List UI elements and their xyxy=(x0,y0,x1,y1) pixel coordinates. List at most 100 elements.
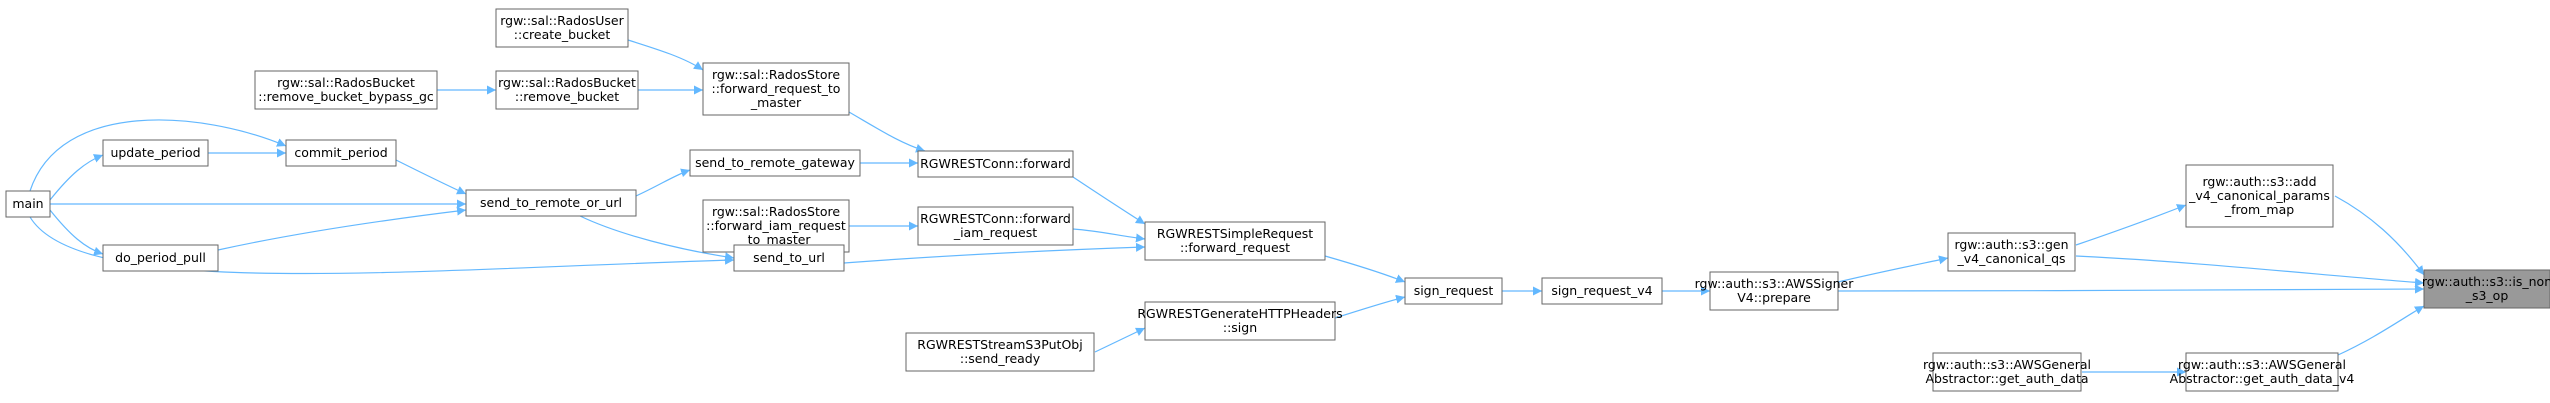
edge-send_to_url-to-simple_forward xyxy=(843,242,1146,264)
node-main[interactable]: main xyxy=(5,190,51,218)
node-label-line: RGWRESTSimpleRequest xyxy=(1157,226,1313,241)
node-send-remote[interactable]: send_to_remote_or_url xyxy=(465,189,637,217)
node-label-line: RGWRESTConn::forward xyxy=(920,156,1071,171)
node-label-line: RGWRESTGenerateHTTPHeaders xyxy=(1137,306,1342,321)
node-label-line: rgw::auth::s3::is_non xyxy=(2422,274,2550,289)
edge-send_remote-to-send_to_url xyxy=(579,215,735,262)
edge-auth_v4-to-is_non_s3_op xyxy=(2337,305,2425,356)
node-label-line: update_period xyxy=(110,145,200,160)
edge-gen_headers-to-sign_request xyxy=(1334,294,1406,319)
node-label-line: rgw::auth::s3::add xyxy=(2202,174,2316,189)
node-box xyxy=(254,70,438,110)
node-label-line: ::send_ready xyxy=(960,351,1041,366)
node-label-line: _v4_canonical_params xyxy=(2188,188,2330,203)
node-box xyxy=(1144,301,1336,341)
node-commit-period[interactable]: commit_period xyxy=(285,139,397,167)
node-conn-forward[interactable]: RGWRESTConn::forward xyxy=(917,150,1074,178)
node-period-pull[interactable]: do_period_pull xyxy=(102,244,219,272)
node-label-line: sign_request_v4 xyxy=(1551,283,1652,298)
node-box xyxy=(102,244,219,272)
node-label-line: send_to_remote_or_url xyxy=(480,195,622,210)
node-label-line: Abstractor::get_auth_data xyxy=(1925,371,2088,386)
node-bucket-remove[interactable]: rgw::sal::RadosBucket::remove_bucket xyxy=(495,70,639,110)
edge-send_remote-to-send_gateway xyxy=(635,168,691,197)
node-add-params[interactable]: rgw::auth::s3::add_v4_canonical_params_f… xyxy=(2185,164,2334,228)
node-label-line: ::forward_request xyxy=(1180,240,1290,255)
node-simple-forward[interactable]: RGWRESTSimpleRequest::forward_request xyxy=(1144,221,1326,261)
node-update-period[interactable]: update_period xyxy=(102,139,209,167)
node-box xyxy=(2185,352,2339,392)
node-box xyxy=(465,189,637,217)
edge-main-to-commit_period xyxy=(29,119,287,192)
node-send-to-url[interactable]: send_to_url xyxy=(733,244,845,272)
edge-gen_qs-to-is_non_s3_op xyxy=(2075,255,2425,287)
node-label-line: _iam_request xyxy=(953,225,1037,240)
edge-store_fwd-to-conn_forward xyxy=(848,111,926,153)
node-box xyxy=(1709,271,1839,311)
node-box xyxy=(495,8,629,48)
edge-conn_iam-to-simple_forward xyxy=(1072,228,1146,243)
node-box xyxy=(1932,352,2082,392)
node-label-line: rgw::auth::s3::gen xyxy=(1954,237,2068,252)
node-label-line: rgw::auth::s3::AWSSigner xyxy=(1695,276,1855,291)
node-store-fwd[interactable]: rgw::sal::RadosStore::forward_request_to… xyxy=(702,62,850,116)
node-box xyxy=(702,199,850,253)
node-label-line: V4::prepare xyxy=(1737,290,1811,305)
node-label-line: rgw::auth::s3::AWSGeneral xyxy=(2178,357,2346,372)
node-label-line: main xyxy=(12,196,43,211)
node-box xyxy=(1947,232,2076,272)
edge-commit_period-to-send_remote xyxy=(395,159,467,195)
node-label-line: rgw::auth::s3::AWSGeneral xyxy=(1923,357,2091,372)
node-box xyxy=(102,139,209,167)
node-box xyxy=(2185,164,2334,228)
edge-user_create-to-store_fwd xyxy=(627,39,704,71)
node-label-line: RGWRESTConn::forward xyxy=(920,211,1071,226)
edge-main-to-period_pull xyxy=(49,209,104,256)
node-store-iam[interactable]: rgw::sal::RadosStore::forward_iam_reques… xyxy=(702,199,850,253)
node-is-non-s3-op[interactable]: rgw::auth::s3::is_non_s3_op xyxy=(2422,269,2550,309)
node-label-line: _v4_canonical_qs xyxy=(1956,251,2065,266)
node-box xyxy=(917,206,1074,246)
edge-signer_prepare-to-gen_qs xyxy=(1837,255,1949,283)
node-user-create[interactable]: rgw::sal::RadosUser::create_bucket xyxy=(495,8,629,48)
node-auth-data[interactable]: rgw::auth::s3::AWSGeneralAbstractor::get… xyxy=(1923,352,2091,392)
node-gen-headers[interactable]: RGWRESTGenerateHTTPHeaders::sign xyxy=(1137,301,1343,341)
node-label-line: rgw::sal::RadosStore xyxy=(712,67,840,82)
node-sign-v4[interactable]: sign_request_v4 xyxy=(1541,277,1663,305)
edge-gen_qs-to-add_params xyxy=(2075,204,2187,246)
node-gen-qs[interactable]: rgw::auth::s3::gen_v4_canonical_qs xyxy=(1947,232,2076,272)
node-label-line: ::forward_iam_request xyxy=(706,218,846,233)
node-auth-v4[interactable]: rgw::auth::s3::AWSGeneralAbstractor::get… xyxy=(2170,352,2355,392)
node-bucket-bypass[interactable]: rgw::sal::RadosBucket::remove_bucket_byp… xyxy=(254,70,438,110)
node-label-line: send_to_url xyxy=(753,250,825,265)
edge-conn_forward-to-simple_forward xyxy=(1072,176,1146,225)
node-label-line: _to_master xyxy=(740,232,811,247)
edge-simple_forward-to-sign_request xyxy=(1324,255,1406,283)
node-send-gateway[interactable]: send_to_remote_gateway xyxy=(689,149,861,177)
node-label-line: rgw::sal::RadosUser xyxy=(500,13,624,28)
node-box xyxy=(1144,221,1326,261)
node-box xyxy=(5,190,51,218)
node-label-line: rgw::sal::RadosStore xyxy=(712,204,840,219)
node-conn-iam[interactable]: RGWRESTConn::forward_iam_request xyxy=(917,206,1074,246)
edge-add_params-to-is_non_s3_op xyxy=(2334,195,2425,276)
edges xyxy=(29,39,2425,377)
node-box xyxy=(1404,277,1503,305)
node-label-line: ::create_bucket xyxy=(514,27,611,42)
node-box xyxy=(2423,269,2550,309)
node-label-line: ::remove_bucket xyxy=(515,89,619,104)
node-put-obj[interactable]: RGWRESTStreamS3PutObj::send_ready xyxy=(905,332,1095,372)
edge-main-to-update_period xyxy=(49,154,104,201)
node-box xyxy=(495,70,639,110)
node-label-line: commit_period xyxy=(294,145,387,160)
edge-period_pull-to-send_remote xyxy=(217,206,467,251)
nodes: rgw::auth::s3::is_non_s3_oprgw::auth::s3… xyxy=(5,8,2550,392)
node-box xyxy=(689,149,861,177)
node-label-line: send_to_remote_gateway xyxy=(695,155,855,170)
node-box xyxy=(702,62,850,116)
node-box xyxy=(917,150,1074,178)
node-sign-request[interactable]: sign_request xyxy=(1404,277,1503,305)
node-label-line: _from_map xyxy=(2224,202,2294,217)
